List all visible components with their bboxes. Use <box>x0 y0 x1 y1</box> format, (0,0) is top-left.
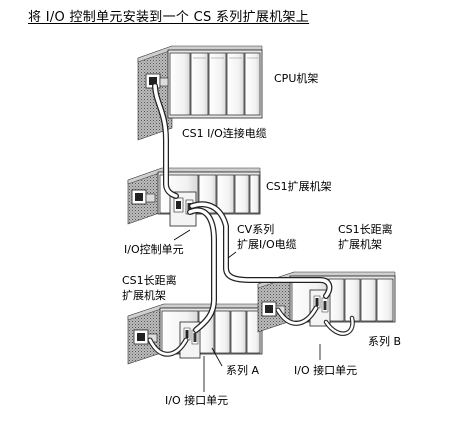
label-cv-series-cable: CV系列 扩展I/O电缆 <box>237 222 297 252</box>
label-io-interface-unit-right: I/O 接口单元 <box>294 364 358 377</box>
label-io-interface-unit-left: I/O 接口单元 <box>165 394 229 407</box>
label-long-rack-left: CS1长距离 扩展机架 <box>122 273 177 303</box>
cs1-expansion-rack <box>127 167 261 227</box>
label-series-a: 系列 A <box>226 364 260 377</box>
label-cv-series-line1: CV系列 <box>237 223 275 236</box>
label-cv-series-line2: 扩展I/O电缆 <box>237 238 297 251</box>
label-long-rack-right-line2: 扩展机架 <box>338 238 382 251</box>
label-long-rack-right: CS1长距离 扩展机架 <box>338 222 393 252</box>
label-cpu-rack: CPU机架 <box>274 72 319 85</box>
long-distance-rack-a <box>127 303 263 365</box>
label-series-b: 系列 B <box>368 335 402 348</box>
expansion-rack-connector <box>131 189 156 205</box>
figure-title: 将 I/O 控制单元安装到一个 CS 系列扩展机架上 <box>28 10 310 25</box>
label-long-rack-right-line1: CS1长距离 <box>338 223 393 236</box>
label-cs1-io-cable: CS1 I/O连接电缆 <box>182 127 267 140</box>
label-cs1-expansion-rack: CS1扩展机架 <box>266 180 332 193</box>
cpu-rack <box>137 45 263 141</box>
label-long-rack-left-line2: 扩展机架 <box>122 289 166 302</box>
io-interface-unit-b <box>309 289 331 327</box>
leader-lines <box>173 229 321 392</box>
label-long-rack-left-line1: CS1长距离 <box>122 274 177 287</box>
label-io-control-unit: I/O控制单元 <box>124 243 184 256</box>
